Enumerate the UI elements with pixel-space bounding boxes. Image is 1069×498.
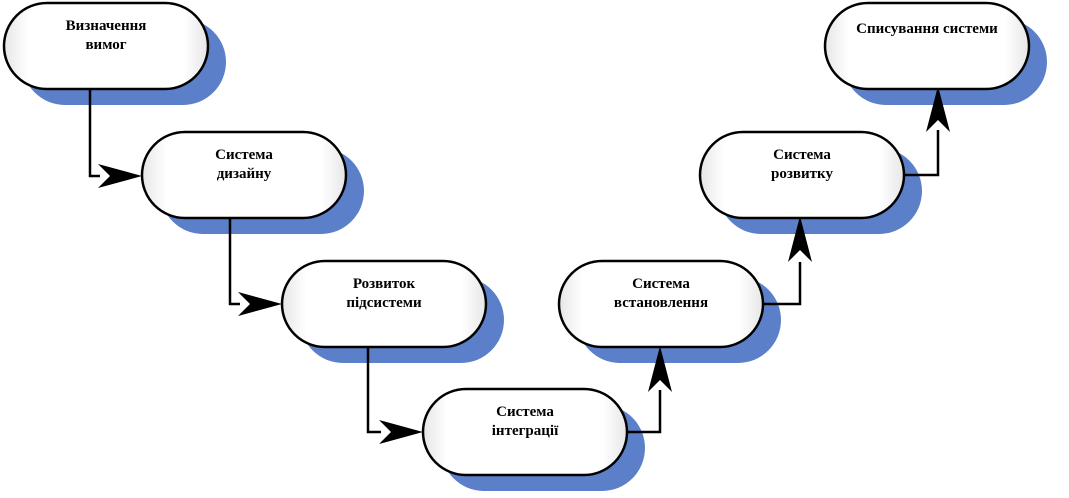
connector-line [228, 215, 240, 306]
node-box-subsystem [280, 259, 488, 349]
node-label-integration-line-1: Система [496, 404, 554, 420]
connector-line [762, 262, 802, 306]
connectors [88, 86, 950, 444]
node-requirements: Визначення вимог [2, 1, 210, 91]
node-subsystem: Розвиток підсистеми [280, 259, 488, 349]
node-label-subsystem-line-2: підсистеми [346, 295, 422, 311]
arrowhead [926, 86, 950, 132]
node-label-integration-line-2: інтеграції [492, 423, 559, 439]
node-design: Система дизайну [140, 130, 348, 220]
node-box-requirements [2, 1, 210, 91]
connector-line [904, 130, 940, 177]
connector-line [366, 344, 381, 434]
connector-integration-to-installation [625, 346, 672, 434]
arrowhead [788, 216, 812, 262]
connector-line [625, 390, 662, 434]
node-label-subsystem-line-1: Розвиток [353, 276, 416, 292]
node-box-installation [557, 259, 765, 349]
arrowhead [379, 420, 423, 444]
arrowhead [98, 164, 142, 188]
connector-line [88, 86, 100, 178]
node-label-requirements-line-2: вимог [85, 37, 126, 53]
connector-development-to-retirement [904, 86, 950, 177]
node-box-retirement [823, 1, 1031, 91]
node-label-installation-line-2: встановлення [614, 295, 708, 311]
node-box-integration [421, 387, 629, 477]
arrowhead [648, 346, 672, 392]
node-box-design [140, 130, 348, 220]
connector-design-to-subsystem [228, 215, 282, 316]
node-label-design-line-2: дизайну [217, 166, 272, 182]
arrowhead [238, 292, 282, 316]
node-label-installation-line-1: Система [632, 276, 690, 292]
node-label-requirements-line-1: Визначення [66, 18, 147, 34]
node-label-retirement-line-1: Списування системи [856, 21, 998, 37]
node-label-design-line-1: Система [215, 147, 273, 163]
node-development: Система розвитку [698, 130, 906, 220]
node-retirement: Списування системи [823, 1, 1031, 91]
connector-requirements-to-design [88, 86, 142, 188]
node-box-development [698, 130, 906, 220]
node-label-development-line-2: розвитку [771, 166, 833, 182]
connector-subsystem-to-integration [366, 344, 423, 444]
node-installation: Система встановлення [557, 259, 765, 349]
node-label-development-line-1: Система [773, 147, 831, 163]
connector-installation-to-development [762, 216, 812, 306]
node-integration: Система інтеграції [421, 387, 629, 477]
